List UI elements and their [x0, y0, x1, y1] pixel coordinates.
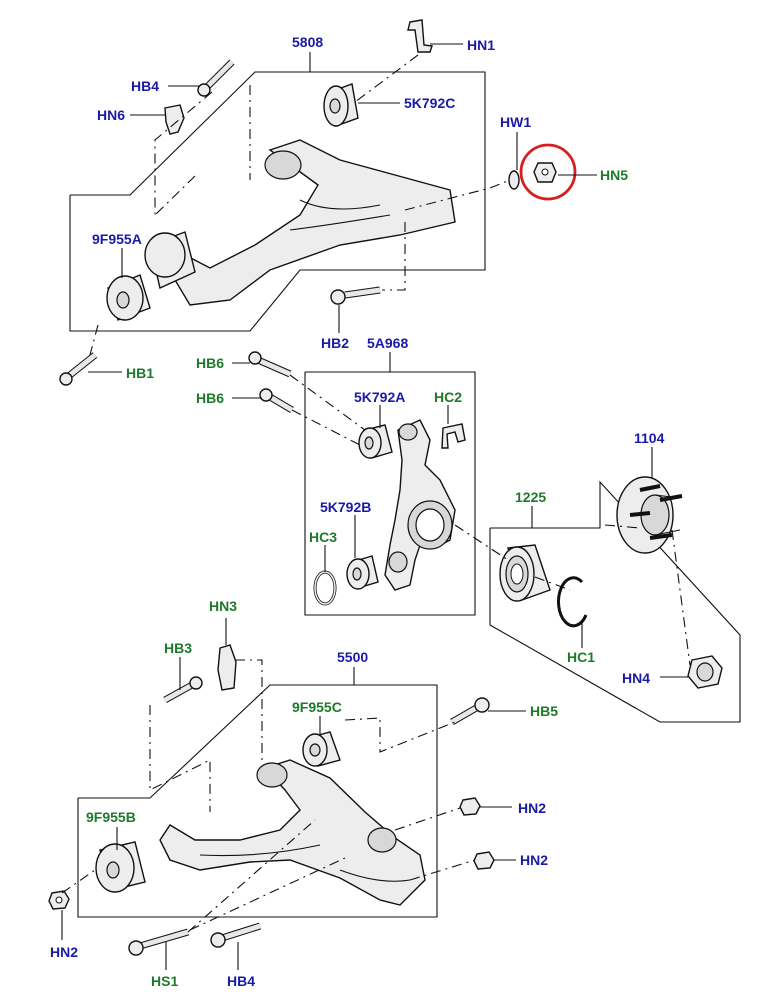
bolt-hb5: [450, 697, 490, 726]
labels: 5808 HN1 HB4 5K792C HN6 HW1 HN5 9F955A H…: [50, 34, 665, 989]
label-hb1: HB1: [126, 365, 154, 381]
hub-bearing-group: [454, 447, 741, 723]
label-hn6: HN6: [97, 107, 125, 123]
nut-hn4: [687, 655, 723, 689]
nut-hn2-right-upper: [459, 797, 481, 816]
lower-control-arm: [159, 759, 426, 906]
highlight-circle-hn5: [519, 143, 577, 201]
bolt-hb3: [163, 676, 203, 704]
label-hn4: HN4: [622, 670, 650, 686]
label-hc3: HC3: [309, 529, 337, 545]
label-5a968: 5A968: [367, 335, 408, 351]
label-hb6-b: HB6: [196, 390, 224, 406]
label-5500: 5500: [337, 649, 368, 665]
label-hn1: HN1: [467, 37, 495, 53]
bolt-hb6-a: [248, 351, 292, 378]
label-5k792a: 5K792A: [354, 389, 405, 405]
knuckle-group: [232, 351, 476, 616]
label-hn2-right-upper: HN2: [518, 800, 546, 816]
bolt-hb1: [59, 352, 98, 386]
bushing-9f955a: [106, 231, 196, 321]
bushing-5k792a: [358, 424, 393, 459]
label-9f955a: 9F955A: [92, 231, 142, 247]
label-hs1: HS1: [151, 973, 178, 989]
label-hn2-right-lower: HN2: [520, 852, 548, 868]
upper-arm-group: [59, 19, 597, 386]
bearing-1225: [499, 544, 551, 602]
hub-flange-1104: [616, 476, 683, 554]
label-5k792b: 5K792B: [320, 499, 371, 515]
label-hc2: HC2: [434, 389, 462, 405]
knuckle-frame: [304, 371, 476, 616]
label-5k792c: 5K792C: [404, 95, 455, 111]
label-5808: 5808: [292, 34, 323, 50]
label-9f955c: 9F955C: [292, 699, 342, 715]
bolt-hb2: [330, 286, 381, 305]
label-1225: 1225: [515, 489, 546, 505]
label-hn5: HN5: [600, 167, 628, 183]
bolt-hb4-top: [197, 59, 235, 97]
label-hb4-top: HB4: [131, 78, 159, 94]
label-hb4-bottom: HB4: [227, 973, 255, 989]
label-hw1: HW1: [500, 114, 531, 130]
bolt-hb6-b: [259, 388, 294, 414]
label-1104: 1104: [634, 430, 665, 446]
bracket-hn1: [407, 19, 433, 53]
bushing-5k792b: [346, 555, 379, 590]
circlip-hc1: [556, 576, 588, 628]
snap-ring-hc3: [313, 570, 337, 606]
label-hn2-left: HN2: [50, 944, 78, 960]
nut-hn2-right-lower: [473, 851, 495, 870]
nut-hn2-left: [48, 890, 70, 910]
bushing-9f955b: [95, 841, 146, 893]
label-9f955b: 9F955B: [86, 809, 136, 825]
clip-hc2: [441, 423, 466, 449]
bracket-hn3: [217, 644, 237, 691]
lower-arm-frame: [77, 684, 438, 918]
bolt-hs1: [128, 928, 189, 956]
label-hb3: HB3: [164, 640, 192, 656]
nut-hn5: [533, 162, 557, 183]
hub-bearing-frame: [489, 480, 741, 723]
label-hb5: HB5: [530, 703, 558, 719]
bushing-9f955c: [302, 731, 341, 767]
label-hb2: HB2: [321, 335, 349, 351]
label-hb6-a: HB6: [196, 355, 224, 371]
lower-arm-group: [48, 618, 526, 970]
upper-arm-frame: [69, 71, 486, 332]
upper-control-arm: [174, 139, 456, 306]
nut-hn6: [164, 104, 185, 135]
bushing-5k792c: [323, 83, 359, 127]
bolt-hb4-bottom: [210, 922, 262, 948]
label-hn3: HN3: [209, 598, 237, 614]
washer-hw1: [508, 170, 520, 190]
label-hc1: HC1: [567, 649, 595, 665]
